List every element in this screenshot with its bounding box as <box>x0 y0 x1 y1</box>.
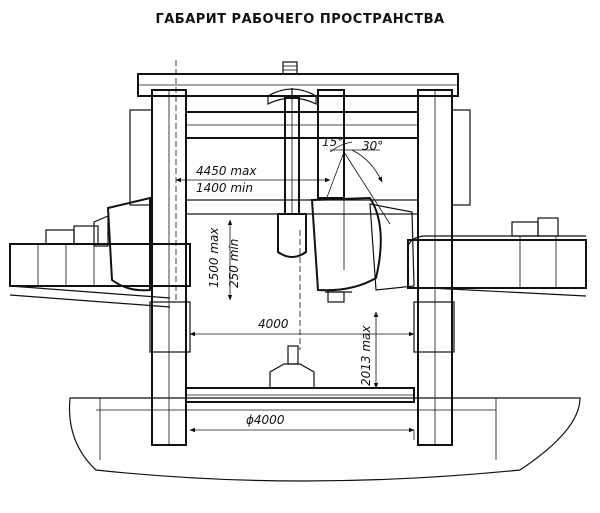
left-side-head <box>93 196 151 292</box>
dim-vert-max: 1500 max <box>207 227 221 288</box>
right-side-head <box>369 203 415 291</box>
left-platform <box>9 225 191 308</box>
dim-crossbar-max: 4450 max <box>196 164 257 178</box>
dim-width-between-columns: 4000 <box>258 317 289 331</box>
top-beam <box>137 61 459 97</box>
foundation-base <box>68 397 581 482</box>
dim-angle-left: 15° <box>322 135 343 149</box>
dim-angle-right: 30° <box>362 139 383 153</box>
diagram-title: ГАБАРИТ РАБОЧЕГО ПРОСТРАНСТВА <box>155 12 445 27</box>
dim-height-max: 2013 max <box>359 325 373 386</box>
right-column <box>417 89 471 446</box>
dim-table-diameter: ϕ4000 <box>246 413 285 427</box>
dim-vert-min: 250 min <box>227 239 241 288</box>
crossbar <box>185 111 419 215</box>
right-tool-head <box>310 89 382 303</box>
column-lower-sleeves <box>149 301 455 353</box>
left-column <box>129 89 187 446</box>
dim-crossbar-min: 1400 min <box>196 181 253 195</box>
right-platform <box>407 217 587 297</box>
left-ram <box>277 97 307 258</box>
dimension-lines <box>175 141 415 433</box>
rotary-table <box>185 345 415 403</box>
